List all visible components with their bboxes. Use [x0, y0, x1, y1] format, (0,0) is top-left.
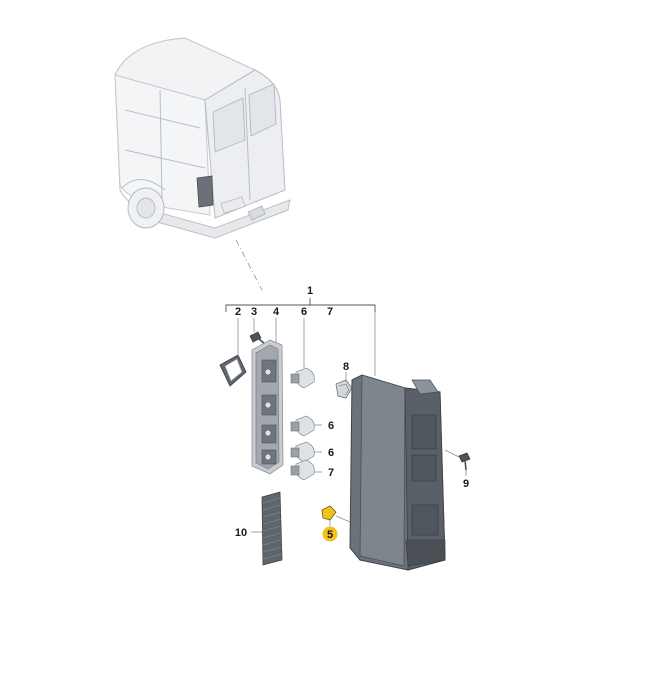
- gasket-part: [219, 318, 247, 387]
- callout-7-top: 7: [327, 306, 333, 318]
- callout-6-mid: 6: [328, 420, 334, 432]
- bulb-7-bottom: [290, 459, 322, 481]
- van-illustration: [114, 37, 291, 239]
- bulb-holder-part: [251, 318, 284, 475]
- callout-2: 2: [235, 306, 241, 318]
- callout-labels: 1 2 3 4 6 7 8 6 6 7 9 10 5: [235, 285, 469, 542]
- bulbs-group: [290, 318, 322, 481]
- callout-6-top: 6: [301, 306, 307, 318]
- tail-light-housing: [349, 312, 446, 571]
- screw-part-3: [249, 318, 267, 346]
- callout-8: 8: [343, 361, 349, 373]
- callout-9: 9: [463, 478, 469, 490]
- bulb-6-low: [290, 441, 322, 463]
- callout-5: 5: [327, 529, 333, 541]
- reflector-part-10: [251, 491, 283, 566]
- callout-5-highlight: [322, 526, 338, 542]
- nut-part-5: [321, 505, 351, 526]
- bulb-6-top: [290, 318, 315, 389]
- assembly-bracket: [225, 298, 376, 312]
- callout-7-bottom: 7: [328, 467, 334, 479]
- clip-nut-part-8: [335, 372, 353, 399]
- van-leader-line: [235, 239, 263, 291]
- bulb-6-mid: [290, 415, 322, 437]
- callout-4: 4: [273, 306, 280, 318]
- callout-1: 1: [307, 285, 313, 297]
- callout-6-low: 6: [328, 447, 334, 459]
- callout-10: 10: [235, 527, 247, 539]
- screw-part-9: [444, 449, 471, 476]
- callout-3: 3: [251, 306, 257, 318]
